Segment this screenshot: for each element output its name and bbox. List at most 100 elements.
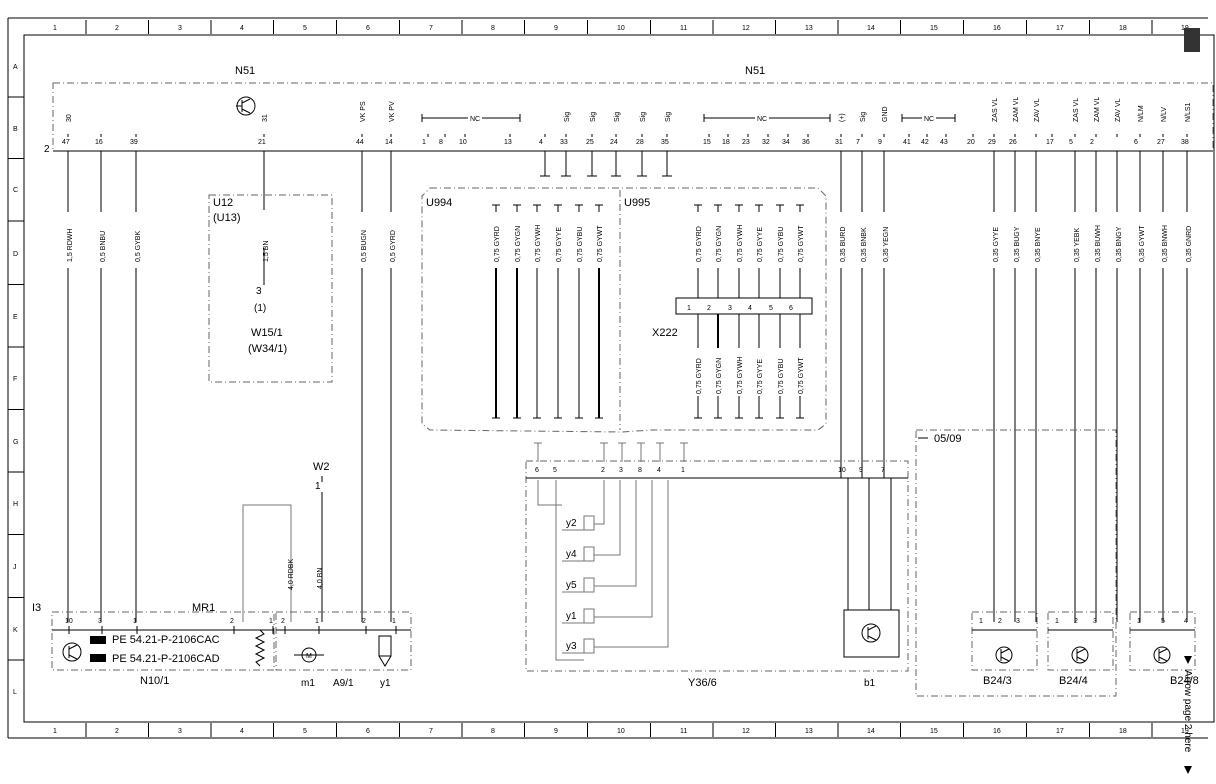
- x222-label-2: 0,75 GYWH: [737, 357, 744, 394]
- pin-func-38: N/LS1: [1185, 102, 1192, 122]
- col-top-10: 10: [617, 25, 625, 32]
- valve-y3-body: [583, 638, 595, 654]
- pe-ref-2: PE 54.21-P-2106CAD: [112, 653, 220, 665]
- valve-y2: y2: [566, 518, 577, 529]
- pin-func-36: N/LM: [1138, 105, 1145, 122]
- pin-33: 33: [560, 139, 568, 146]
- pin-func-5: VK PV: [389, 101, 396, 122]
- b24-2-sensor-icon: [1153, 646, 1171, 664]
- pin-42: 42: [921, 139, 929, 146]
- wire-label-37: 0,35 BNWH: [1162, 225, 1169, 262]
- col-top-16: 16: [993, 25, 1001, 32]
- x222-pin-2: 2: [707, 305, 711, 312]
- valve-y5: y5: [566, 580, 577, 591]
- mr1-pin-1: 1: [269, 618, 273, 625]
- pin-15: 15: [703, 139, 711, 146]
- line-number: 2: [44, 144, 50, 155]
- col-bot-10: 10: [617, 728, 625, 735]
- valve-y3: y3: [566, 641, 577, 652]
- w15-pin2: (1): [254, 303, 266, 314]
- pin-21: 21: [258, 139, 266, 146]
- col-top-18: 18: [1119, 25, 1127, 32]
- mr1-resistor: [254, 629, 266, 667]
- pin-31: 31: [835, 139, 843, 146]
- b24-1-icon-e: [1076, 656, 1086, 662]
- col-bot-7: 7: [429, 728, 433, 735]
- svg-text:M: M: [306, 653, 312, 660]
- b24-4-label: B24/4: [1059, 675, 1088, 687]
- row-B: B: [13, 126, 18, 133]
- valve-y4-wire: [594, 480, 621, 556]
- valve-y1-icon: [378, 635, 392, 667]
- pin-func-12: Sig: [590, 112, 597, 122]
- wire-label-23: 0,35 BNBK: [861, 227, 868, 262]
- pin-20: 20: [967, 139, 975, 146]
- valve-y5-body: [583, 577, 595, 593]
- n51-label-left: N51: [235, 65, 255, 77]
- pin-16: 16: [95, 139, 103, 146]
- u12-label: U12: [213, 197, 233, 209]
- col-bot-19: 19: [1181, 728, 1189, 735]
- wire-label-22: 0,35 BURD: [840, 227, 847, 262]
- b24-2-icon-c: [1158, 648, 1168, 654]
- wire-label-36: 0,35 GYWT: [1139, 225, 1146, 262]
- border-frame: [7, 17, 1215, 739]
- wire-label-5: 0,5 GYRD: [390, 230, 397, 262]
- pin-func-24: GND: [882, 106, 889, 122]
- a9-label: A9/1: [333, 678, 354, 689]
- x222-label-4: 0,75 GYBU: [778, 359, 785, 394]
- u995-label-4: 0,75 GYBU: [778, 227, 785, 262]
- arrow-down-icon-2: [1184, 766, 1192, 774]
- y36-box: [525, 460, 909, 672]
- b24-1-pin-3: 3: [1093, 618, 1097, 625]
- pin-38: 38: [1181, 139, 1189, 146]
- nc-bracket-3: NC: [901, 112, 956, 123]
- w2-pin: 1: [315, 481, 321, 492]
- y36-pin-3: 3: [619, 467, 623, 474]
- n51-label-right: N51: [745, 65, 765, 77]
- m1-label: m1: [301, 678, 315, 689]
- wire-label-2: 0,5 GYBK: [135, 231, 142, 262]
- col-top-15: 15: [930, 25, 938, 32]
- pin-4: 4: [539, 139, 543, 146]
- pin-func-11: Sig: [564, 112, 571, 122]
- hand-pointer-icon-2: [90, 654, 106, 662]
- col-top-11: 11: [680, 25, 687, 32]
- y36-pin-4: 4: [657, 467, 661, 474]
- n10-pin-3: 3: [98, 618, 102, 625]
- y1-pin-2: 2: [362, 618, 366, 625]
- pin-2: 2: [1090, 139, 1094, 146]
- pin-func-37: N/LV: [1161, 107, 1168, 122]
- b1-pin-7: 7: [881, 467, 885, 474]
- u994-label-0: 0,75 GYRD: [494, 226, 501, 262]
- col-top-8: 8: [491, 25, 495, 32]
- version-label: 05/09: [934, 433, 962, 445]
- x222-label-0: 0,75 GYRD: [696, 358, 703, 394]
- col-bot-13: 13: [805, 728, 813, 735]
- x222-pin-1: 1: [687, 305, 691, 312]
- valve-y1: y1: [566, 611, 577, 622]
- pin-func-13: Sig: [614, 112, 621, 122]
- b24-0-icon-e: [1000, 656, 1010, 662]
- pin-9: 9: [878, 139, 882, 146]
- u995-label-2: 0,75 GYWH: [737, 225, 744, 262]
- b24-1-sensor-icon: [1071, 646, 1089, 664]
- x222-connector: [675, 297, 813, 315]
- pin-28: 28: [636, 139, 644, 146]
- pin-func-29: ZAS VL: [992, 98, 999, 122]
- col-bot-3: 3: [178, 728, 182, 735]
- col-top-1: 1: [53, 25, 57, 32]
- nc-label-1: NC: [470, 116, 480, 123]
- col-bot-14: 14: [867, 728, 875, 735]
- u994-label-4: 0,75 GYBU: [577, 227, 584, 262]
- m1-pin-1: 1: [315, 618, 319, 625]
- y36-pin-2: 2: [601, 467, 605, 474]
- u994-label-2: 0,75 GYWH: [535, 225, 542, 262]
- col-bot-15: 15: [930, 728, 938, 735]
- u995-label-1: 0,75 GYGN: [716, 226, 723, 262]
- col-top-13: 13: [805, 25, 813, 32]
